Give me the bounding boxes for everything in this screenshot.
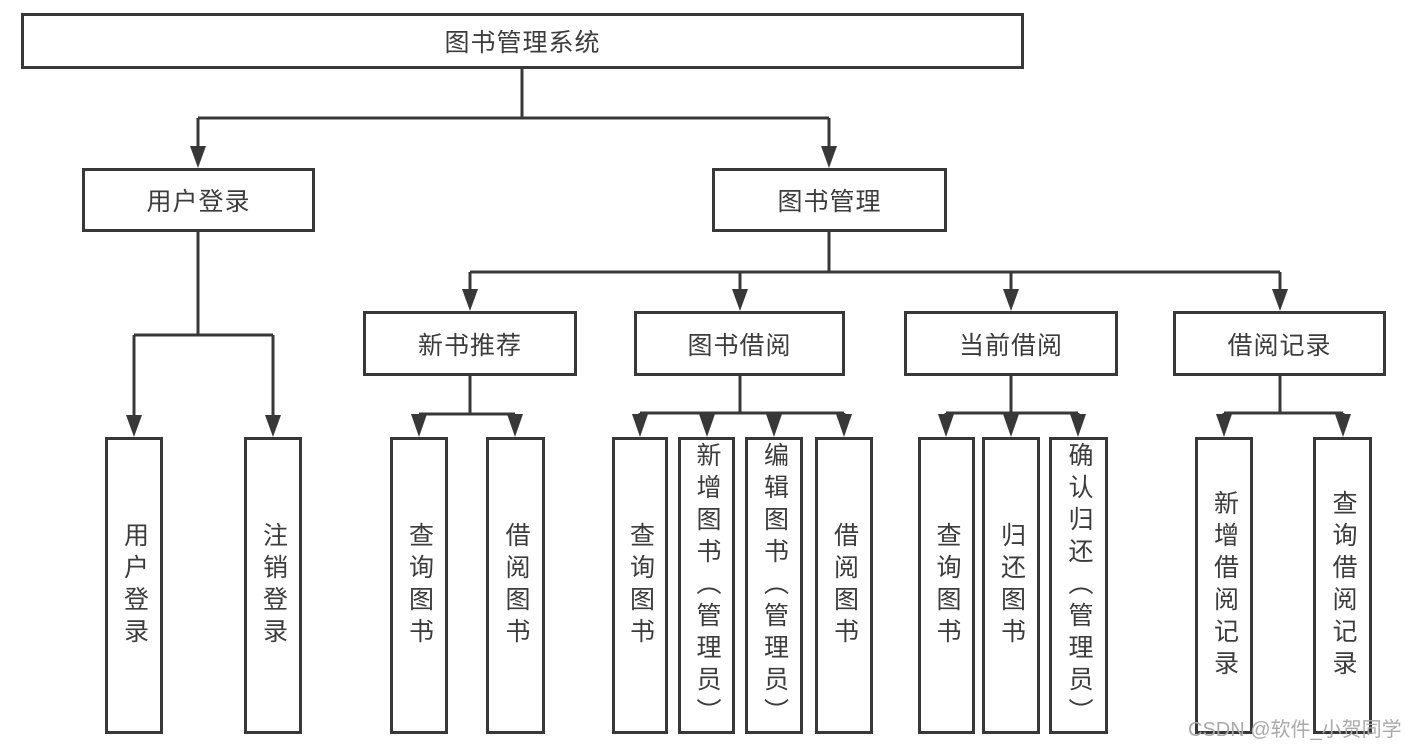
node-book-management: 图书管理 [712,168,947,232]
node-new-book-recommend: 新书推荐 [363,311,577,376]
leaf-query-books-current: 查询图书 [918,437,975,734]
leaf-add-borrow-record: 新增借阅记录 [1195,437,1253,734]
leaf-logout: 注销登录 [244,437,302,734]
leaf-add-book-admin: 新增图书（管理员） [678,437,735,734]
leaf-borrow-books-recommend: 借阅图书 [486,437,545,734]
node-library-system: 图书管理系统 [21,13,1024,69]
leaf-return-books: 归还图书 [982,437,1040,734]
node-user-login: 用户登录 [82,168,315,232]
leaf-query-books-borrowing: 查询图书 [612,437,668,734]
leaf-query-books-recommend: 查询图书 [390,437,448,734]
csdn-watermark: CSDN @软件_小贺同学 [1188,719,1402,741]
leaf-borrow-books-borrowing: 借阅图书 [815,437,873,734]
leaf-user-login: 用户登录 [105,437,163,734]
leaf-query-borrow-record: 查询借阅记录 [1313,437,1372,734]
leaf-edit-book-admin: 编辑图书（管理员） [745,437,803,734]
node-borrow-records: 借阅记录 [1173,311,1386,376]
node-current-borrowing: 当前借阅 [904,311,1118,376]
node-book-borrowing: 图书借阅 [634,311,845,376]
leaf-confirm-return-admin: 确认归还（管理员） [1049,437,1108,734]
